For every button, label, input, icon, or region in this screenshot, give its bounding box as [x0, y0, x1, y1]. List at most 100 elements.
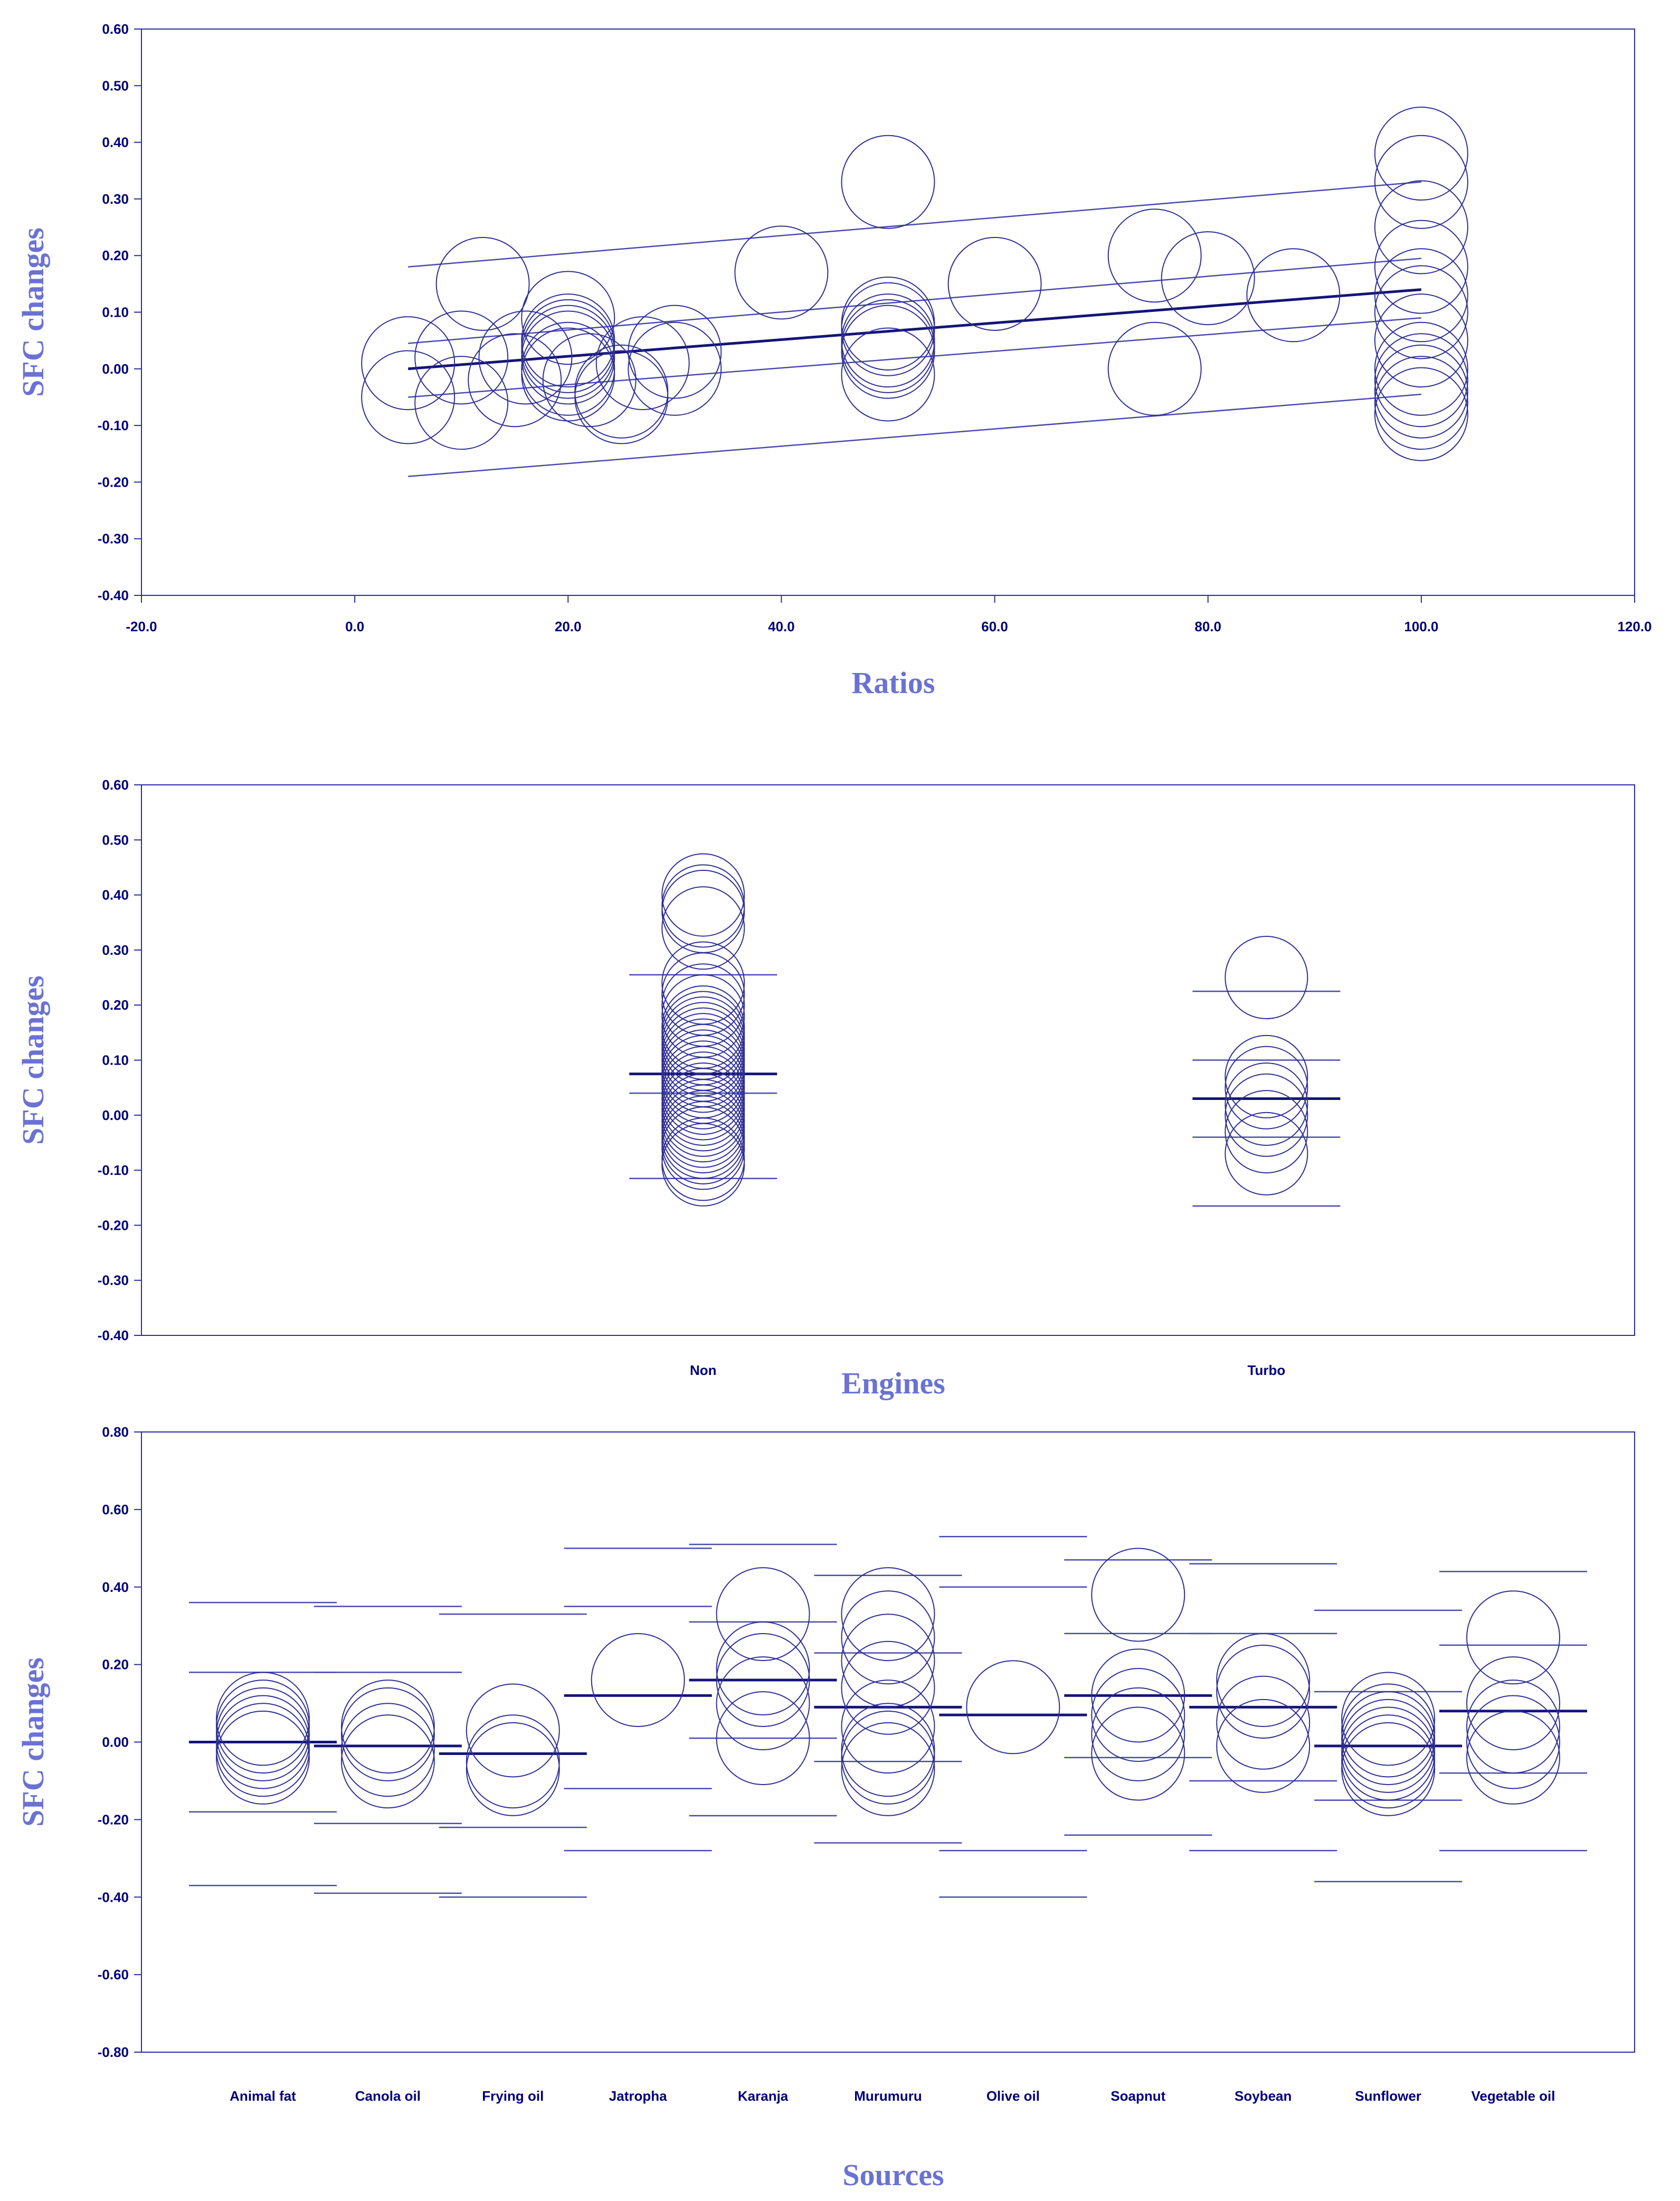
- data-point-circle: [661, 1068, 745, 1152]
- data-point-circle: [661, 1002, 745, 1086]
- y-tick-label: 0.80: [102, 1424, 129, 1440]
- data-point-circle: [1374, 107, 1468, 201]
- data-point-circle: [1466, 1680, 1560, 1774]
- data-point-circle: [1374, 356, 1468, 450]
- data-point-circle: [1374, 220, 1468, 314]
- data-point-circle: [1091, 1706, 1185, 1801]
- data-point-circle: [216, 1710, 310, 1805]
- y-tick-label: -0.20: [98, 474, 129, 490]
- data-point-circle: [1341, 1683, 1436, 1778]
- interval-line: [408, 393, 1421, 477]
- x-tick-label: 0.0: [345, 619, 364, 634]
- data-point-circle: [1091, 1687, 1185, 1781]
- data-point-circle: [216, 1687, 310, 1781]
- data-point-circle: [1216, 1675, 1311, 1770]
- data-point-circle: [521, 299, 615, 393]
- x-axis-title: Sources: [842, 2158, 944, 2192]
- y-axis-title: SFC changes: [16, 975, 50, 1145]
- data-point-circle: [661, 869, 745, 953]
- data-point-circle: [661, 1023, 745, 1107]
- data-point-circle: [591, 1633, 685, 1727]
- data-point-circle: [661, 1090, 745, 1174]
- data-point-circle: [521, 321, 615, 416]
- data-point-circle: [1225, 1112, 1308, 1196]
- category-label: Animal fat: [230, 2088, 296, 2104]
- data-point-circle: [1466, 1590, 1560, 1685]
- data-point-circle: [1216, 1633, 1311, 1727]
- data-point-circle: [466, 1722, 560, 1816]
- data-point-circle: [628, 321, 722, 416]
- y-tick-label: -0.40: [98, 1889, 129, 1905]
- data-point-circle: [841, 276, 935, 371]
- y-tick-label: 0.00: [102, 361, 129, 377]
- data-point-circle: [841, 1722, 935, 1816]
- data-point-circle: [1341, 1699, 1436, 1793]
- data-point-circle: [661, 974, 745, 1058]
- data-point-circle: [661, 886, 745, 970]
- data-point-circle: [841, 135, 935, 229]
- y-tick-label: -0.60: [98, 1967, 129, 1982]
- y-tick-label: 0.00: [102, 1734, 129, 1750]
- data-point-circle: [1374, 367, 1468, 461]
- data-point-circle: [841, 299, 935, 393]
- y-tick-label: -0.10: [98, 418, 129, 433]
- data-point-circle: [661, 1095, 745, 1179]
- data-point-circle: [661, 864, 745, 948]
- data-point-circle: [216, 1672, 310, 1766]
- data-point-circle: [340, 1680, 435, 1774]
- data-point-circle: [1091, 1668, 1185, 1762]
- data-point-circle: [734, 225, 829, 320]
- data-point-circle: [661, 1007, 745, 1091]
- data-point-circle: [841, 1590, 935, 1685]
- data-point-circle: [216, 1695, 310, 1789]
- data-point-circle: [841, 293, 935, 388]
- y-tick-label: 0.30: [102, 942, 129, 958]
- data-point-circle: [1374, 180, 1468, 274]
- y-tick-label: 0.10: [102, 1052, 129, 1068]
- data-point-circle: [595, 316, 690, 411]
- data-point-circle: [466, 1683, 560, 1778]
- data-point-circle: [361, 316, 455, 411]
- y-tick-label: -0.10: [98, 1162, 129, 1178]
- data-point-circle: [841, 1614, 935, 1708]
- data-point-circle: [661, 996, 745, 1080]
- y-tick-label: 0.40: [102, 887, 129, 903]
- data-point-circle: [661, 1018, 745, 1102]
- data-point-circle: [661, 1073, 745, 1157]
- data-point-circle: [1374, 265, 1468, 359]
- mean-trend-line: [407, 288, 1422, 371]
- x-tick-label: 80.0: [1194, 619, 1221, 634]
- data-point-circle: [1225, 1035, 1308, 1118]
- data-point-circle: [1225, 1062, 1308, 1146]
- data-point-circle: [1374, 293, 1468, 388]
- engines-panel: -0.40-0.30-0.20-0.100.000.100.200.300.40…: [16, 777, 1635, 1400]
- category-label: Vegetable oil: [1472, 2088, 1555, 2104]
- category-label: Canola oil: [355, 2088, 421, 2104]
- plot-frame: [141, 784, 1635, 1336]
- data-point-circle: [661, 1084, 745, 1168]
- data-point-circle: [661, 1035, 745, 1118]
- data-point-circle: [1341, 1722, 1436, 1816]
- data-point-circle: [716, 1656, 810, 1751]
- category-label: Turbo: [1248, 1362, 1286, 1378]
- category-label: Karanja: [738, 2088, 789, 2104]
- y-tick-label: 0.60: [102, 1502, 129, 1517]
- x-axis-title: Engines: [841, 1366, 945, 1400]
- y-tick-label: 0.30: [102, 191, 129, 207]
- y-tick-label: -0.20: [98, 1217, 129, 1233]
- y-tick-label: -0.30: [98, 531, 129, 547]
- data-point-circle: [661, 853, 745, 937]
- data-point-circle: [661, 991, 745, 1075]
- data-point-circle: [340, 1703, 435, 1797]
- data-point-circle: [1107, 208, 1202, 303]
- category-label: Frying oil: [482, 2088, 544, 2104]
- data-point-circle: [661, 1062, 745, 1146]
- data-point-circle: [661, 1106, 745, 1190]
- y-tick-label: 0.20: [102, 1657, 129, 1673]
- category-label: Soybean: [1235, 2088, 1292, 2104]
- data-point-circle: [841, 305, 935, 399]
- y-tick-label: -0.30: [98, 1273, 129, 1288]
- data-point-circle: [661, 1057, 745, 1141]
- data-point-circle: [478, 310, 573, 405]
- data-point-circle: [716, 1633, 810, 1727]
